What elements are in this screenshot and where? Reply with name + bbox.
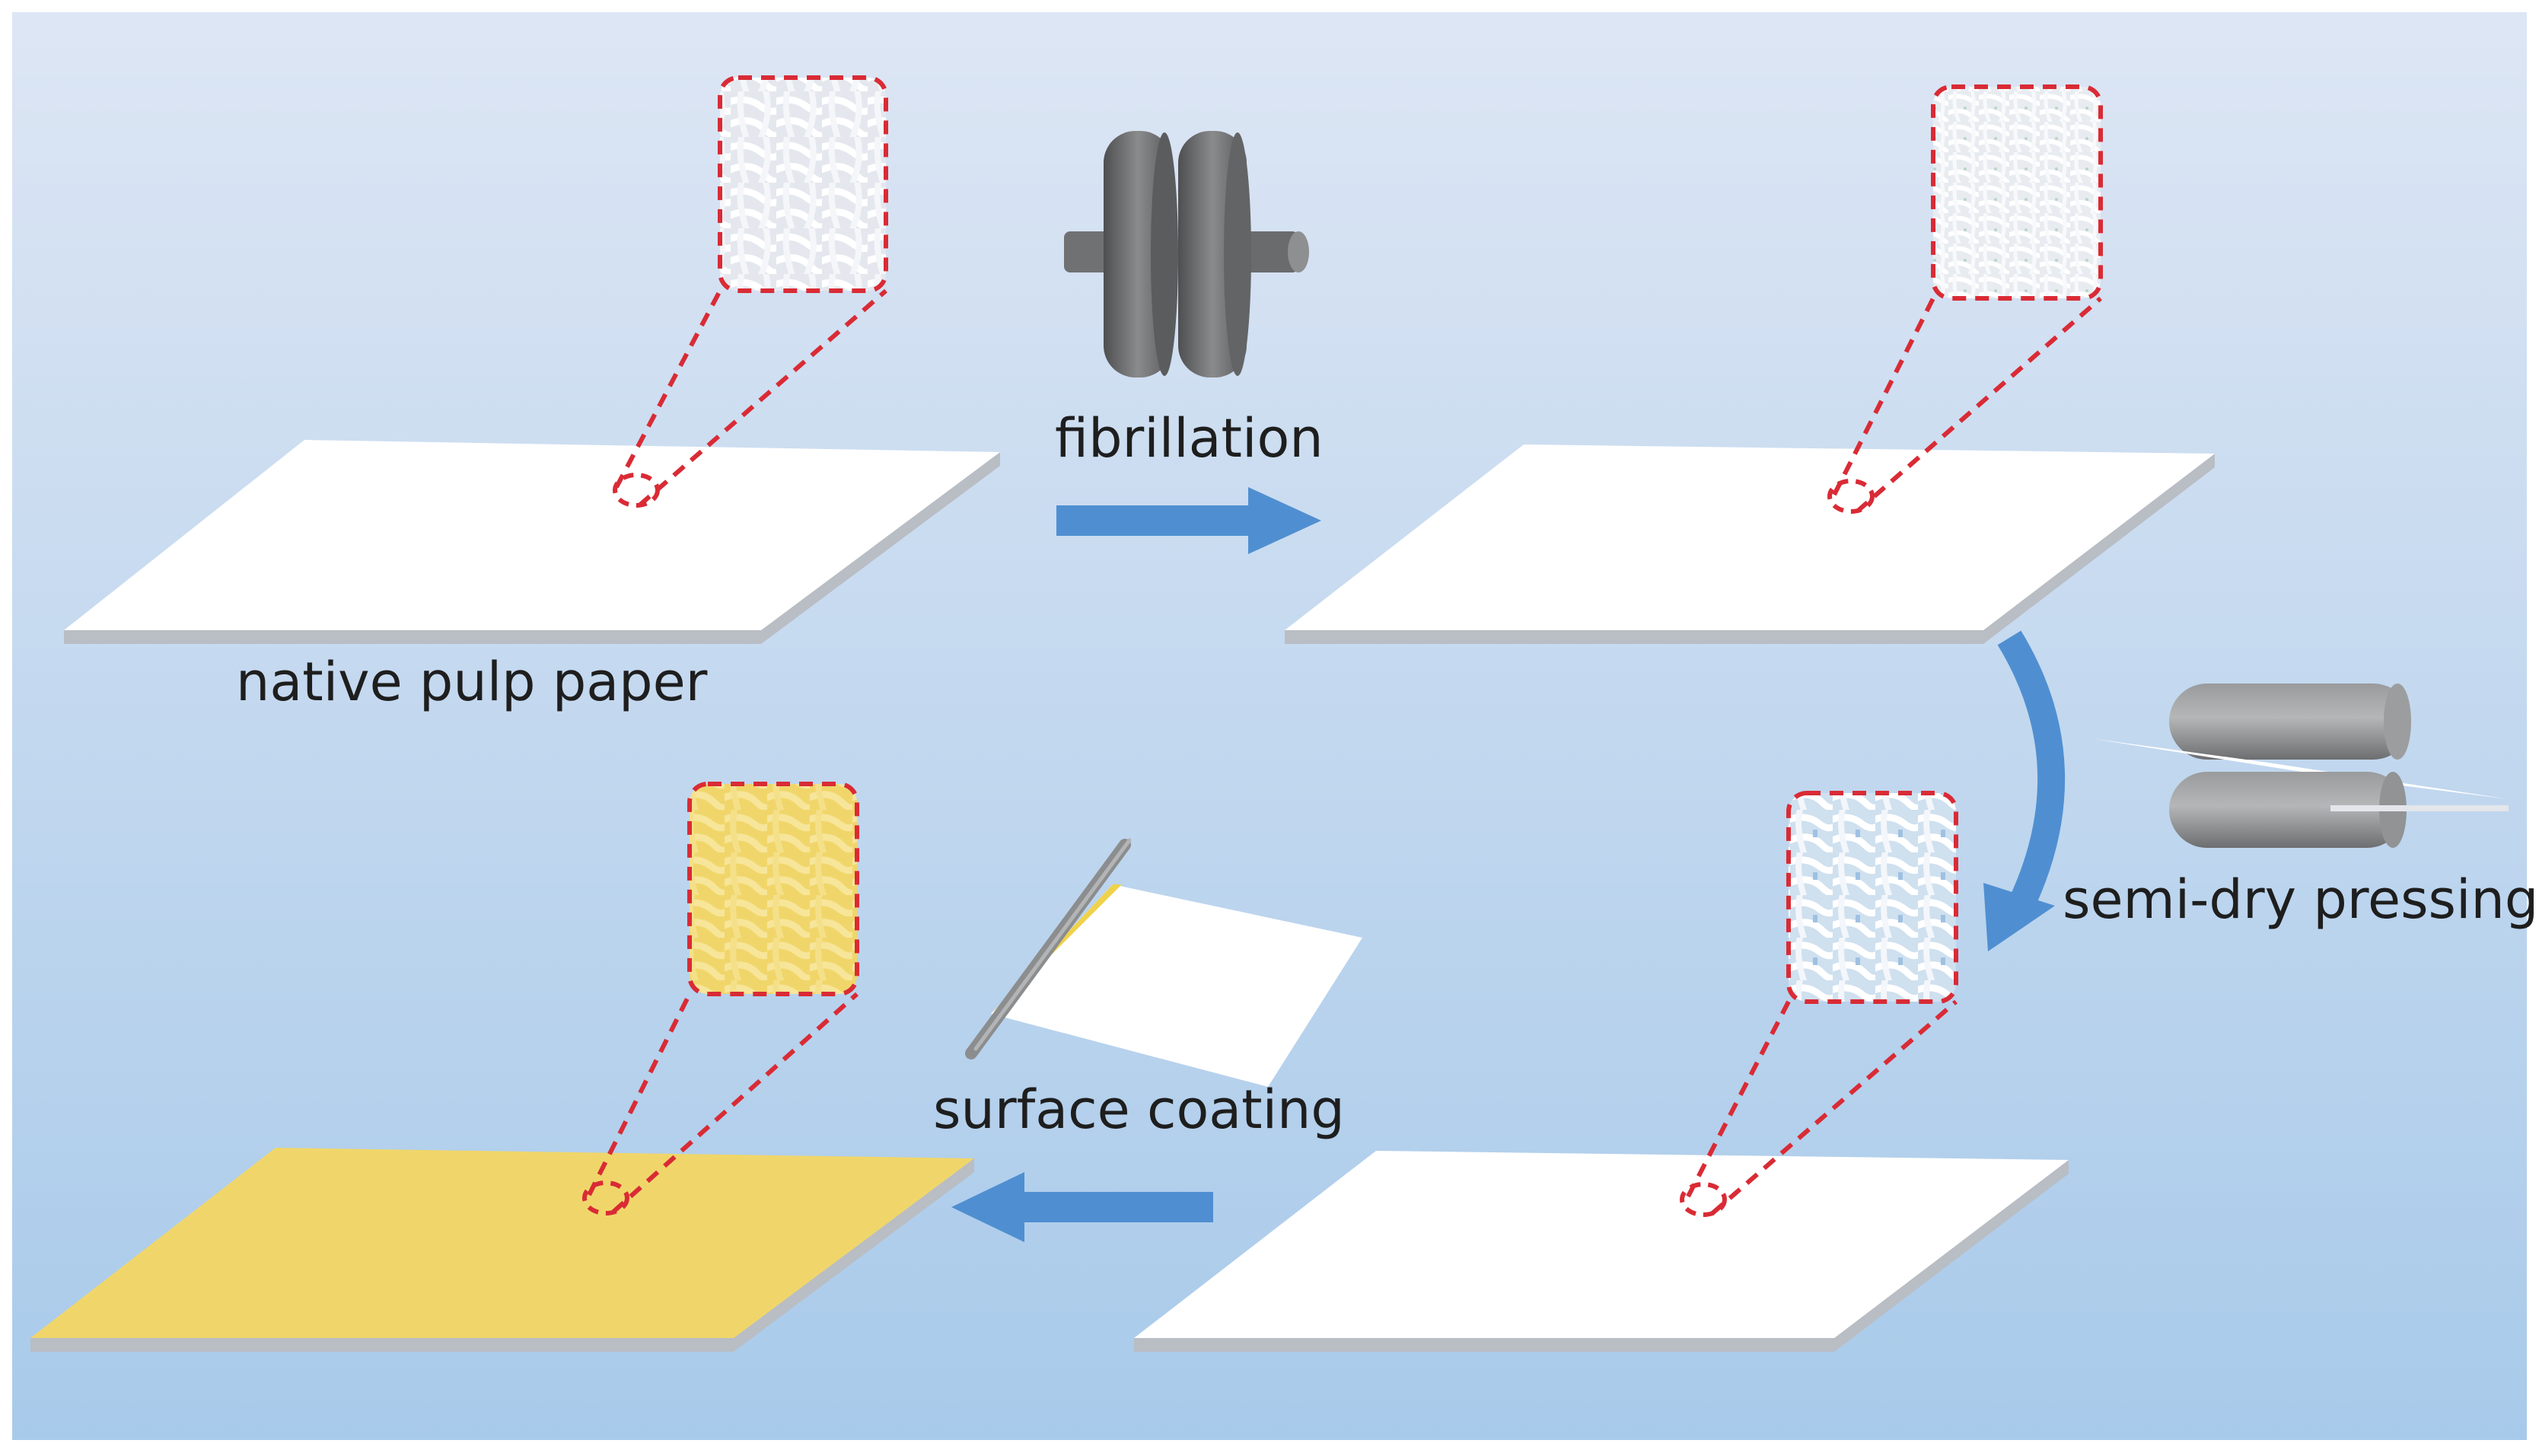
pressing-curved-arrow [1983, 630, 2065, 951]
native-zoom-callout [613, 75, 888, 508]
semi-dry-pressing-label: semi-dry pressing [2063, 868, 2538, 931]
coated-fiber-zoom [687, 782, 859, 996]
fibrillated-paper-group [1285, 444, 2215, 644]
pressed-zoom-callout [1680, 791, 1958, 1217]
pressed-fiber-zoom [1786, 791, 1958, 1004]
native-fiber-zoom [718, 75, 888, 293]
fibrillated-zoom-callout [1827, 84, 2103, 514]
native-paper-group [64, 440, 1000, 644]
coated-zoom-callout [582, 782, 859, 1215]
coating-applicator-icon [965, 838, 1362, 1087]
press-rollers-icon [2090, 683, 2509, 848]
coated-paper-group [30, 1148, 974, 1352]
refiner-disc-icon [1064, 131, 1309, 378]
fibrillated-fiber-zoom [1931, 84, 2103, 301]
coating-arrow [951, 1172, 1213, 1242]
native-pulp-paper-label: native pulp paper [236, 651, 708, 713]
native-paper-sheet [64, 440, 1000, 630]
fibrillation-label: fibrillation [1055, 407, 1324, 470]
fibrillated-paper-sheet [1285, 444, 2215, 630]
pressed-paper-group [1134, 1151, 2069, 1352]
coated-paper-sheet [30, 1148, 974, 1338]
fibrillation-arrow [1056, 487, 1321, 554]
pressed-paper-sheet [1134, 1151, 2069, 1338]
surface-coating-label: surface coating [933, 1078, 1345, 1141]
